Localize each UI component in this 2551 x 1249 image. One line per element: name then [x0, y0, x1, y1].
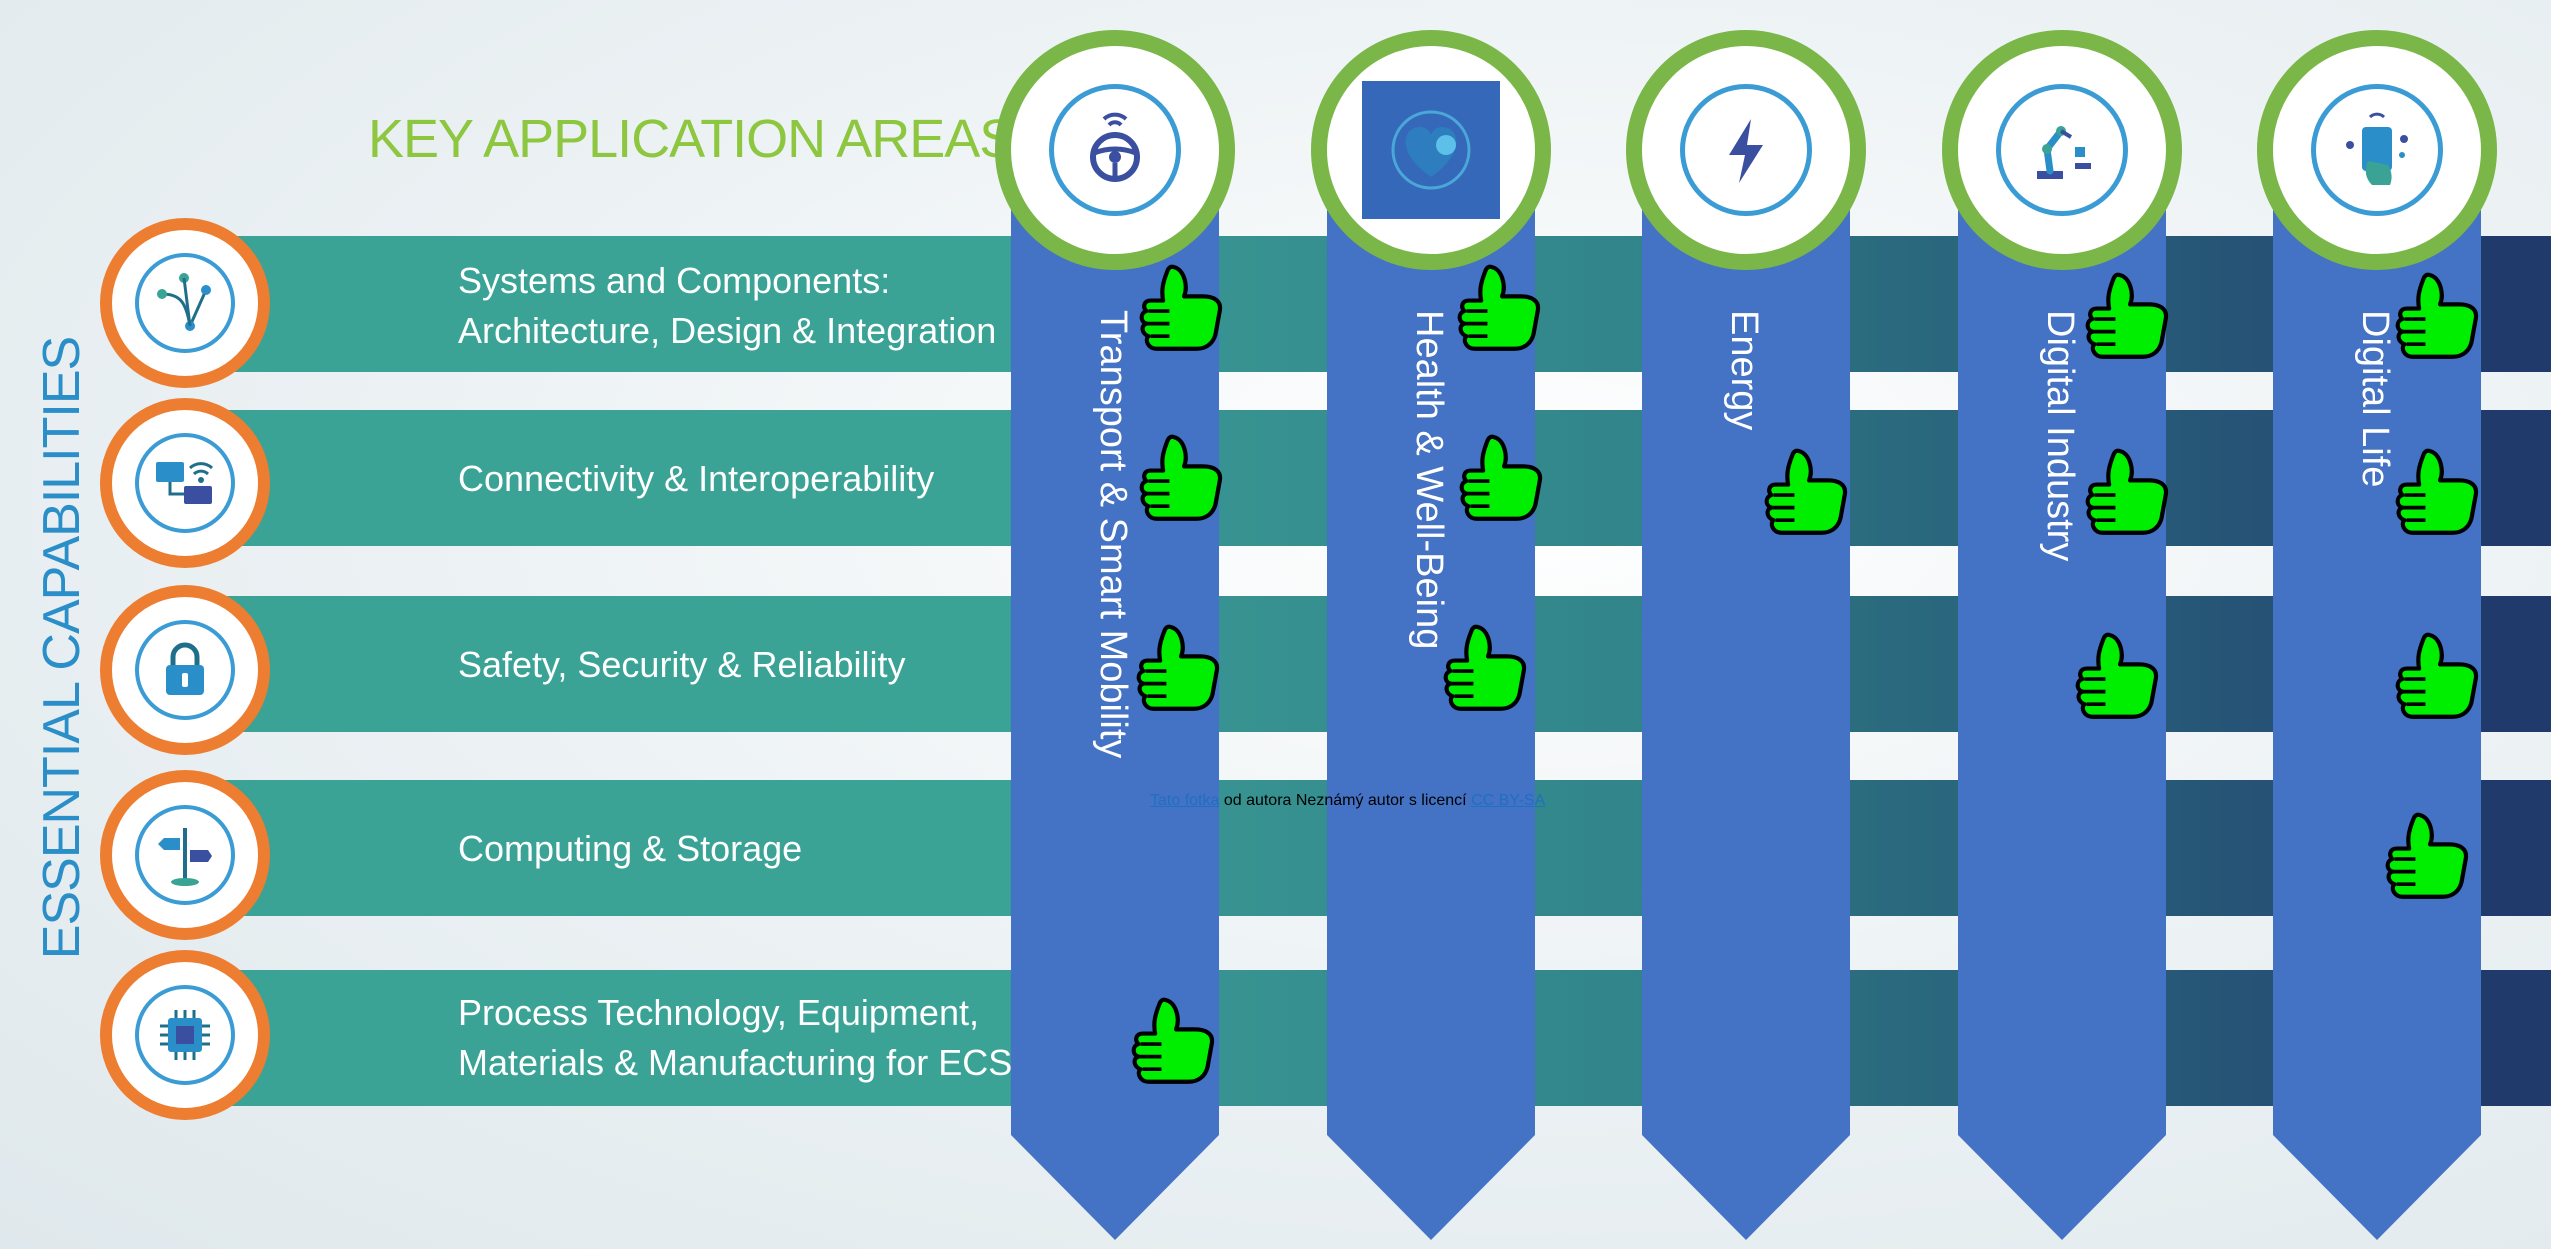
capability-circle-1	[100, 218, 270, 388]
capability-label-5: Process Technology, Equipment, Materials…	[458, 992, 1013, 1083]
area-label-digital-industry: Digital Industry	[2039, 310, 2081, 562]
capability-circle-3	[100, 585, 270, 755]
capability-circle-2	[100, 398, 270, 568]
robot-arm-icon	[1996, 84, 2128, 216]
thumb-up-icon	[1458, 432, 1546, 528]
thumb-up-icon	[2084, 270, 2172, 366]
area-column-energy: Energy	[1642, 190, 1850, 1240]
area-label-transport: Transport & Smart Mobility	[1092, 310, 1134, 759]
photo-credit: Tato fotka od autora Neznámý autor s lic…	[1150, 792, 1545, 810]
thumb-up-icon	[1763, 446, 1851, 542]
thumb-up-icon	[2394, 630, 2482, 726]
devices-wifi-icon	[135, 433, 235, 533]
thumb-up-icon	[1442, 622, 1530, 718]
capability-label-1: Systems and Components: Architecture, De…	[458, 260, 997, 351]
photo-credit-link[interactable]: Tato fotka	[1150, 792, 1220, 809]
key-application-areas-title: KEY APPLICATION AREAS>	[368, 108, 1053, 170]
thumb-up-icon	[2394, 446, 2482, 542]
area-label-digital-life: Digital Life	[2354, 310, 2396, 488]
area-label-health: Health & Well-Being	[1408, 310, 1450, 650]
chip-icon	[135, 985, 235, 1085]
padlock-icon	[135, 620, 235, 720]
area-column-health: Health & Well-Being	[1327, 190, 1535, 1240]
signpost-computing-icon	[135, 805, 235, 905]
area-circle-digital-life	[2257, 30, 2497, 270]
essential-capabilities-title: ESSENTIAL CAPABILITIES	[33, 336, 91, 960]
capability-label-3: Safety, Security & Reliability	[458, 644, 906, 685]
thumb-up-icon	[1130, 995, 1218, 1091]
lightning-icon	[1680, 84, 1812, 216]
key-application-areas-text: KEY APPLICATION AREAS	[368, 109, 1015, 169]
license-link[interactable]: CC BY-SA	[1471, 792, 1546, 809]
area-label-energy: Energy	[1723, 310, 1765, 431]
capability-label-4: Computing & Storage	[458, 828, 803, 869]
thumb-up-icon	[2074, 630, 2162, 726]
photo-credit-text: od autora Neznámý autor s licencí	[1219, 792, 1472, 809]
network-nodes-icon	[135, 253, 235, 353]
thumb-up-icon	[2084, 446, 2172, 542]
thumb-up-icon	[1138, 432, 1226, 528]
thumb-up-icon	[2394, 270, 2482, 366]
steering-wheel-icon	[1049, 84, 1181, 216]
area-circle-digital-industry	[1942, 30, 2182, 270]
area-circle-energy	[1626, 30, 1866, 270]
heart-photo-icon	[1362, 81, 1500, 219]
capability-circle-5	[100, 950, 270, 1120]
thumb-up-icon	[1138, 262, 1226, 358]
thumb-up-icon	[1135, 622, 1223, 718]
tablet-hand-icon	[2311, 84, 2443, 216]
thumb-up-icon	[2384, 810, 2472, 906]
area-circle-health	[1311, 30, 1551, 270]
thumb-up-icon	[1456, 262, 1544, 358]
capability-circle-4	[100, 770, 270, 940]
area-circle-transport	[995, 30, 1235, 270]
capability-label-2: Connectivity & Interoperability	[458, 458, 935, 499]
